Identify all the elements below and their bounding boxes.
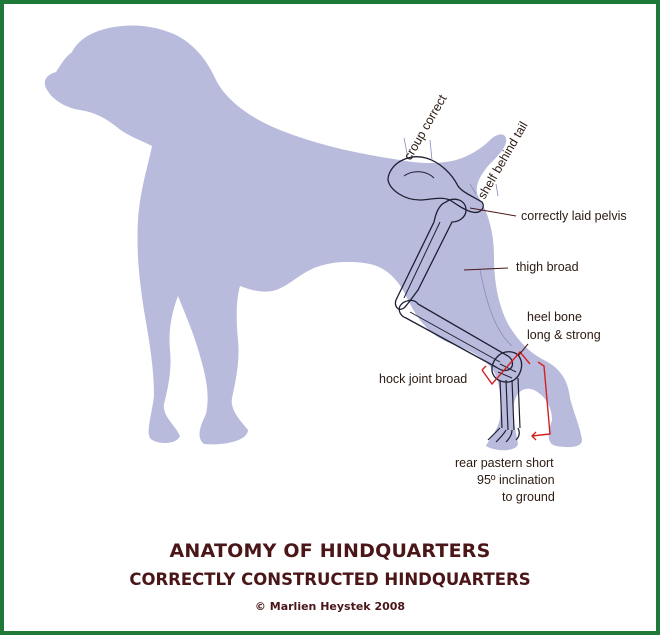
pelvis-label: correctly laid pelvis	[521, 209, 627, 223]
heel-pointer	[517, 343, 529, 357]
toe-bones	[487, 427, 520, 443]
heel-label-line2: long & strong	[527, 328, 601, 342]
croup-tick	[403, 137, 433, 161]
metatarsal-bones	[499, 377, 521, 431]
thigh-label: thigh broad	[516, 260, 579, 274]
pelvis-bone	[387, 156, 484, 214]
pastern-label-line3: to ground	[502, 490, 555, 504]
hock-angle-marker	[481, 350, 531, 386]
thigh-pointer	[463, 267, 509, 271]
hock-bones	[491, 351, 523, 383]
diagram-title: ANATOMY OF HINDQUARTERS	[169, 540, 491, 562]
pastern-label-line2: 95º inclination	[477, 473, 555, 487]
diagram-subtitle: CORRECTLY CONSTRUCTED HINDQUARTERS	[129, 570, 531, 589]
heel-label-line1: heel bone	[527, 310, 582, 324]
copyright-credit: © Marlien Heystek 2008	[254, 600, 406, 613]
pastern-height-marker	[531, 361, 551, 437]
shelf-tick	[469, 183, 499, 197]
tibia-bone	[398, 299, 514, 372]
hock-label: hock joint broad	[379, 372, 468, 386]
pastern-label-line1: rear pastern short	[455, 456, 554, 470]
dog-silhouette	[44, 25, 582, 451]
pelvis-pointer	[469, 207, 517, 217]
